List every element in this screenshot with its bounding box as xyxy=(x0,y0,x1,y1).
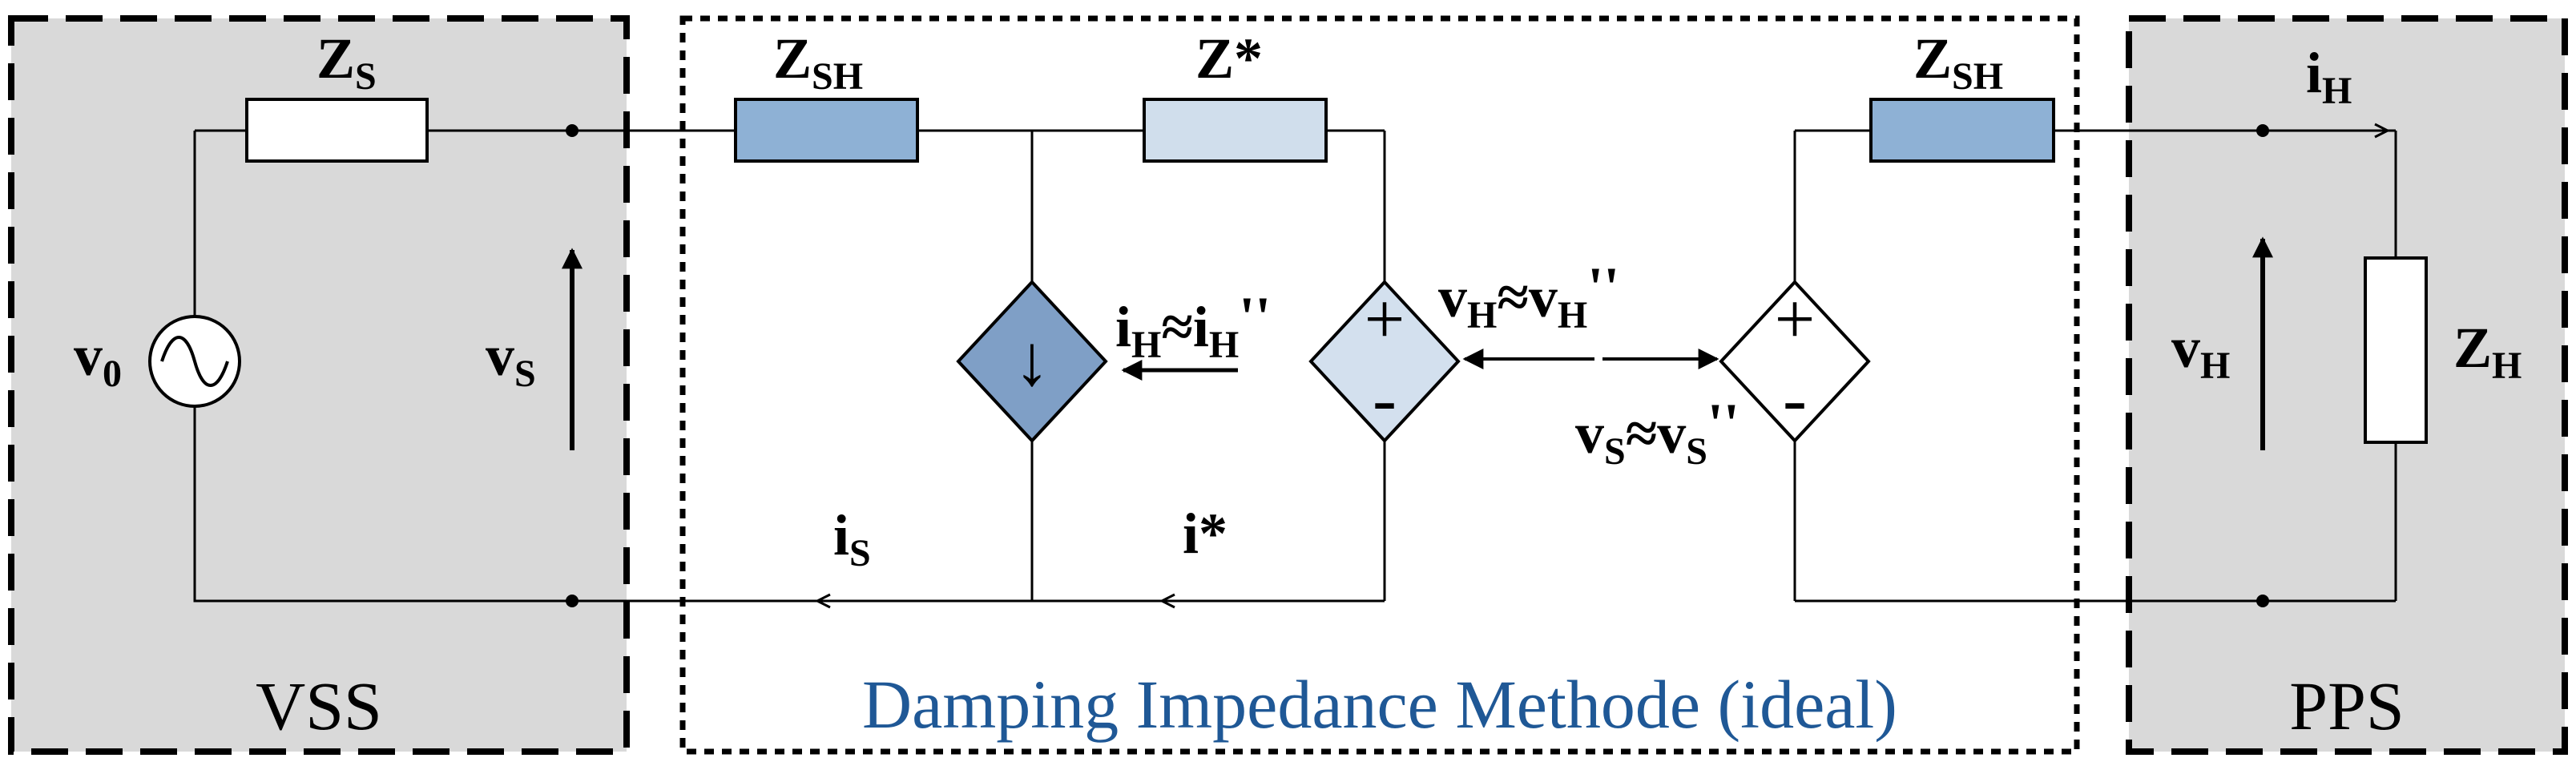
label-zstar: Z* xyxy=(1195,26,1263,91)
label-zsh-right: ZSH xyxy=(1913,26,2003,98)
impedance-zstar xyxy=(1143,98,1328,163)
label-v0: v0 xyxy=(74,324,122,395)
label-is: iS xyxy=(833,503,871,574)
label-vh-approx: vH≈vH'' xyxy=(1438,256,1619,337)
region-label-pps: PPS xyxy=(2289,667,2405,744)
label-zs: ZS xyxy=(316,26,377,98)
plus-sign: + xyxy=(1365,280,1405,359)
current-direction-arrow-icon: ↓ xyxy=(1014,321,1050,401)
node-dot xyxy=(566,124,578,137)
node-dot xyxy=(566,595,578,607)
impedance-zs xyxy=(245,98,429,163)
label-ih-approx: iH≈iH'' xyxy=(1115,285,1271,366)
impedance-zsh-right xyxy=(1869,98,2055,163)
label-istar: i* xyxy=(1183,502,1228,566)
impedance-zh xyxy=(2364,256,2428,444)
label-vs: vS xyxy=(486,324,536,395)
label-ih: iH xyxy=(2306,41,2352,112)
wires xyxy=(193,129,2397,603)
label-zh: ZH xyxy=(2453,316,2522,387)
region-label-vss: VSS xyxy=(256,667,382,744)
region-label-damping: Damping Impedance Methode (ideal) xyxy=(862,666,1897,743)
label-vs-approx: vS≈vS'' xyxy=(1575,392,1740,473)
minus-sign: - xyxy=(1783,360,1807,439)
label-zsh-left: ZSH xyxy=(773,26,863,98)
node-dot xyxy=(2256,124,2269,137)
pps-region xyxy=(2126,15,2568,755)
plus-sign: + xyxy=(1775,280,1816,359)
controlled-current-source xyxy=(956,280,1108,443)
minus-sign: - xyxy=(1373,360,1397,439)
controlled-voltage-source-right xyxy=(1719,280,1871,443)
controlled-voltage-source-middle xyxy=(1308,280,1461,443)
impedance-zsh-left xyxy=(734,98,919,163)
sine-wave-icon xyxy=(160,336,229,387)
label-vh: vH xyxy=(2171,316,2230,387)
node-dot xyxy=(2256,595,2269,607)
